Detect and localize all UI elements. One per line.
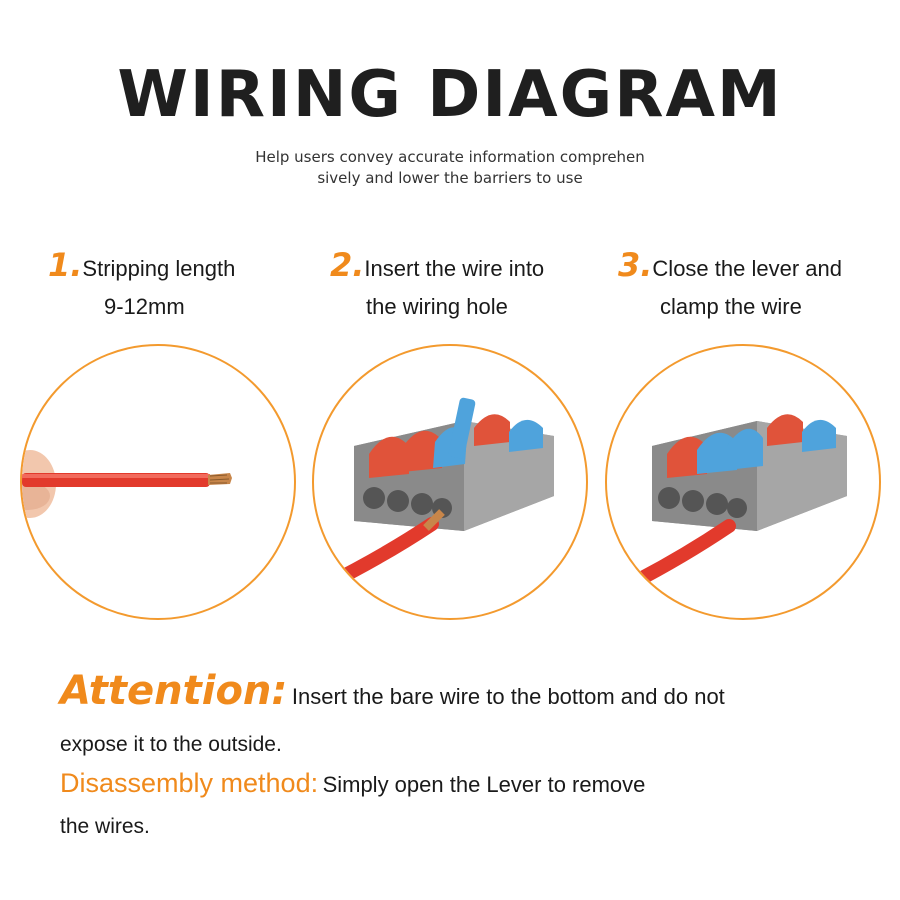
step-2-text: Insert the wire into [364, 256, 545, 281]
subtitle-line-2: sively and lower the barriers to use [317, 169, 583, 187]
stripped-wire-image [22, 450, 232, 518]
connector-closed-lever-image [610, 414, 847, 598]
step-1-illustration [20, 344, 296, 620]
subtitle-line-1: Help users convey accurate information c… [255, 148, 645, 166]
step-2-illustration [312, 344, 588, 620]
connector-open-lever-image [317, 397, 554, 593]
disassembly-note: Disassembly method: Simply open the Leve… [60, 768, 645, 799]
step-1-text-line-2: 9-12mm [104, 294, 185, 319]
step-1-text: Stripping length [82, 256, 236, 281]
step-3-text-line-2: clamp the wire [660, 294, 802, 319]
step-2-number: 2. [330, 246, 365, 284]
attention-heading: Attention: [60, 668, 288, 714]
attention-note: Attention: Insert the bare wire to the b… [60, 668, 860, 714]
disassembly-text-line-2: the wires. [60, 815, 150, 838]
step-3-text: Close the lever and [652, 256, 842, 281]
disassembly-text: Simply open the Lever to remove [322, 772, 646, 797]
disassembly-heading: Disassembly method: [60, 768, 319, 798]
step-3-illustration [605, 344, 881, 620]
attention-text: Insert the bare wire to the bottom and d… [291, 684, 725, 709]
step-3: 3.Close the lever and clamp the wire [618, 246, 842, 320]
page-subtitle: Help users convey accurate information c… [0, 147, 900, 189]
step-1-number: 1. [48, 246, 83, 284]
step-2: 2.Insert the wire into the wiring hole [330, 246, 544, 320]
attention-text-line-2: expose it to the outside. [60, 733, 282, 756]
step-1: 1.Stripping length 9-12mm [48, 246, 235, 320]
step-2-text-line-2: the wiring hole [366, 294, 508, 319]
step-3-number: 3. [618, 246, 653, 284]
page-title: WIRING DIAGRAM [117, 58, 783, 132]
